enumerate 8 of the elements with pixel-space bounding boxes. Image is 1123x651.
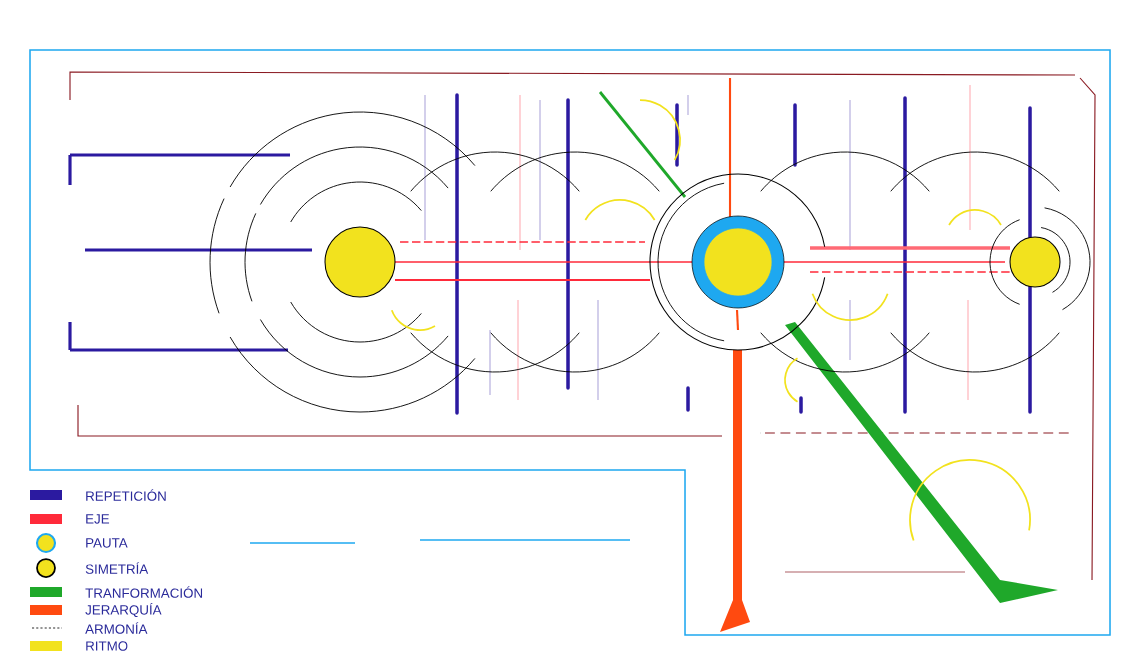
legend-label: TRANFORMACIÓN xyxy=(85,586,202,598)
legend-label: ARMONÍA xyxy=(85,622,148,634)
legend-label: RITMO xyxy=(86,641,128,651)
legend-label: EJE xyxy=(86,514,110,524)
legend-label: PAUTA xyxy=(86,538,128,548)
legend-label: JERARQUÍA xyxy=(85,602,162,618)
legend-label: REPETICIÓN xyxy=(86,489,166,501)
legend-label: SIMETRÍA xyxy=(85,562,149,574)
